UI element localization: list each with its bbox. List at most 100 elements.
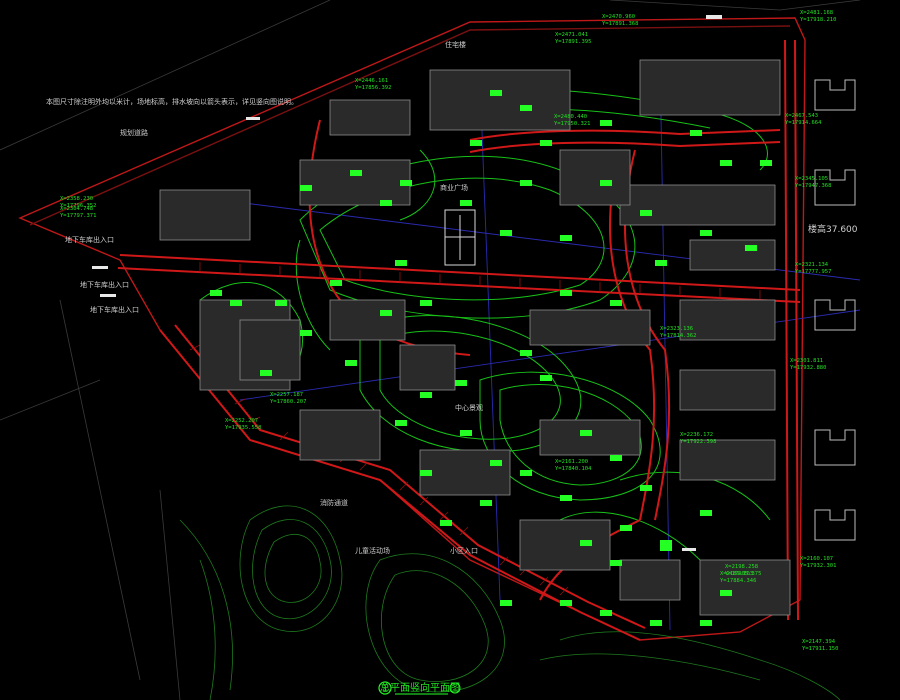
annotation-bars xyxy=(92,15,722,551)
area-label: 小区入口 xyxy=(450,546,478,555)
coordinate-label: Y=17884.346 xyxy=(720,578,756,584)
elevation-marker xyxy=(350,170,362,176)
elevation-marker xyxy=(300,330,312,336)
coordinate-label: Y=17932.301 xyxy=(800,563,836,569)
elevation-marker xyxy=(580,430,592,436)
elevation-marker xyxy=(560,290,572,296)
coordinate-label: X=2345.105 xyxy=(795,176,828,182)
elevation-marker xyxy=(230,300,242,306)
elevation-marker xyxy=(490,90,502,96)
elevation-marker xyxy=(300,185,312,191)
elevation-marker xyxy=(460,430,472,436)
elevation-marker xyxy=(600,120,612,126)
coordinate-label: X=2446.161 xyxy=(355,78,388,84)
coordinate-label: Y=17911.150 xyxy=(802,646,838,652)
drawing-title: 总平面竖向平面图 xyxy=(380,681,460,694)
elevation-marker xyxy=(345,360,357,366)
area-labels: 住宅楼商业广场规划道路地下车库出入口地下车库出入口地下车库出入口中心景观消防通道… xyxy=(65,40,483,555)
scale-circle xyxy=(449,682,461,694)
coordinate-label: X=2160.107 xyxy=(800,556,833,562)
coordinate-label: X=2323.136 xyxy=(660,326,693,332)
surrounding-lines xyxy=(0,0,861,700)
tennis-court xyxy=(444,209,476,266)
buildings xyxy=(159,59,791,616)
coordinate-label: X=2304.748 xyxy=(60,206,93,212)
terrain-contours xyxy=(179,505,841,700)
coordinate-label: Y=17891.395 xyxy=(555,39,591,45)
elevation-marker xyxy=(520,180,532,186)
elevation-marker xyxy=(330,280,342,286)
building-height-label: 楼高37.600 xyxy=(808,223,858,235)
general-note: 本图尺寸除注明外均以米计，场地标高，排水坡向以箭头表示，详见竖向图说明。 xyxy=(46,97,298,106)
coordinate-label: Y=17777.957 xyxy=(795,269,831,275)
elevation-marker xyxy=(520,350,532,356)
area-label: 规划道路 xyxy=(120,128,148,137)
elevation-marker xyxy=(480,500,492,506)
coordinate-label: X=2252.207 xyxy=(225,418,258,424)
coordinate-label: Y=17950.321 xyxy=(554,121,590,127)
elevation-markers xyxy=(210,90,772,626)
coordinate-label: X=2470.960 xyxy=(602,14,635,20)
elevation-marker xyxy=(745,245,757,251)
coordinate-label: Y=17932.880 xyxy=(790,365,826,371)
coordinate-label: Y=17797.371 xyxy=(60,213,96,219)
coordinate-label: Y=17796.352 xyxy=(60,203,96,209)
elevation-marker xyxy=(700,230,712,236)
coordinate-label: Y=17918.210 xyxy=(800,17,836,23)
coordinate-label: X=2161.200 xyxy=(555,459,588,465)
coordinate-label: Y=17860.207 xyxy=(270,399,306,405)
elevation-marker xyxy=(560,600,572,606)
elevation-marker xyxy=(640,485,652,491)
area-label: 地下车库出入口 xyxy=(65,235,114,244)
elevation-marker xyxy=(560,235,572,241)
elevation-marker xyxy=(720,590,732,596)
elevation-marker xyxy=(455,380,467,386)
elevation-marker xyxy=(275,300,287,306)
elevation-marker xyxy=(600,180,612,186)
elevation-marker xyxy=(660,545,672,551)
area-label: 地下车库出入口 xyxy=(80,280,129,289)
elevation-marker xyxy=(700,510,712,516)
elevation-marker xyxy=(640,210,652,216)
coordinate-label: Y=17914.664 xyxy=(785,120,822,126)
elevation-marker xyxy=(420,470,432,476)
title-block: 1 总平面竖向平面图 xyxy=(378,681,461,695)
area-label: 中心景观 xyxy=(455,403,483,412)
adjacent-buildings xyxy=(814,79,856,541)
elevation-marker xyxy=(395,420,407,426)
coordinate-label: Y=17856.392 xyxy=(355,85,391,91)
elevation-marker xyxy=(690,130,702,136)
elevation-marker xyxy=(650,620,662,626)
elevation-marker xyxy=(760,160,772,166)
area-label: 地下车库出入口 xyxy=(90,305,139,314)
area-label: 商业广场 xyxy=(440,183,468,192)
elevation-marker xyxy=(610,300,622,306)
coordinate-labels: X=2470.960Y=17891.368X=2471.041Y=17891.3… xyxy=(60,10,838,652)
elevation-marker xyxy=(610,560,622,566)
elevation-marker xyxy=(620,525,632,531)
coordinate-label: X=2301.811 xyxy=(790,358,823,364)
elevation-marker xyxy=(655,260,667,266)
elevation-marker xyxy=(700,620,712,626)
coordinate-label: X=2358.230 xyxy=(60,196,93,202)
coordinate-label: Y=17840.104 xyxy=(555,466,592,472)
elevation-marker xyxy=(260,370,272,376)
area-label: 消防通道 xyxy=(320,498,348,507)
elevation-marker xyxy=(500,600,512,606)
coordinate-label: Y=17905.375 xyxy=(725,571,761,577)
coordinate-label: X=2467.543 xyxy=(785,113,818,119)
elevation-marker xyxy=(470,140,482,146)
elevation-marker xyxy=(500,230,512,236)
elevation-marker xyxy=(460,200,472,206)
coordinate-label: X=2236.172 xyxy=(680,432,713,438)
coordinate-label: Y=17947.368 xyxy=(795,183,831,189)
coordinate-label: Y=17891.368 xyxy=(602,21,638,27)
elevation-marker xyxy=(660,540,672,546)
elevation-marker xyxy=(540,375,552,381)
coordinate-label: X=2189.103 xyxy=(720,571,753,577)
elevation-marker xyxy=(380,310,392,316)
coordinate-label: Y=17935.558 xyxy=(225,425,261,431)
title-number: 1 xyxy=(383,684,388,693)
coordinate-label: X=2257.187 xyxy=(270,392,303,398)
